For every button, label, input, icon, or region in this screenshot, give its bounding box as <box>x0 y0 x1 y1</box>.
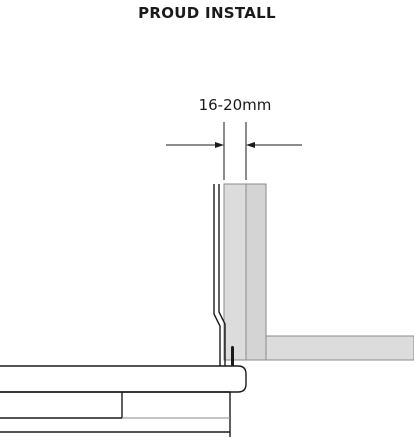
trim-profile-inner <box>218 184 226 366</box>
dimension-arrow-right-head <box>246 142 255 148</box>
dimension-arrow-left-head <box>215 142 224 148</box>
wall-panel-outer <box>245 183 267 361</box>
trim-profile <box>213 184 221 366</box>
bottom-board <box>0 365 247 393</box>
wall-panel-inner <box>223 183 247 361</box>
dimension-label: 16-20mm <box>199 96 272 114</box>
diagram-title: PROUD INSTALL <box>138 4 276 22</box>
fixing-pin <box>231 346 234 366</box>
floor-panel <box>265 335 414 361</box>
